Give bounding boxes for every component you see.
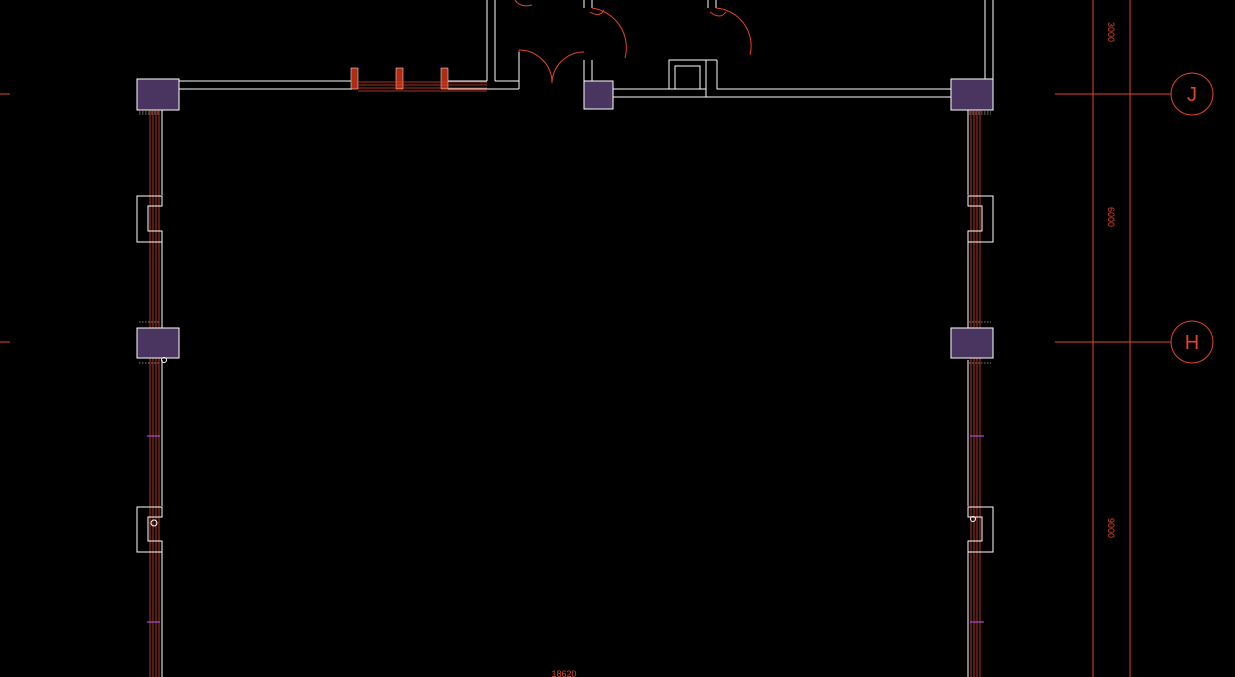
- axis-grid-lines: [0, 0, 1171, 677]
- column-mid-left: [136, 327, 180, 359]
- top-walls: [179, 0, 994, 98]
- column-mid-right: [950, 327, 994, 359]
- door-arcs: [514, 0, 752, 84]
- right-pilaster-2: [967, 506, 994, 553]
- right-wall: [967, 110, 994, 677]
- right-pilaster-1: [967, 195, 994, 243]
- axis-bubble-J: J: [1170, 72, 1214, 116]
- column-top-right: [950, 78, 994, 111]
- top-window: [350, 67, 487, 92]
- left-pilaster-1: [136, 195, 163, 243]
- dimension-text-width: 18620: [551, 669, 576, 677]
- axis-label-H: H: [1185, 332, 1199, 354]
- dimension-text-top: 3000: [1106, 22, 1116, 42]
- axis-bubble-H: H: [1170, 320, 1214, 364]
- axis-label-J: J: [1187, 84, 1197, 106]
- left-pilaster-2: [136, 506, 163, 553]
- column-top-left: [136, 78, 180, 111]
- left-wall: [136, 110, 163, 677]
- dimension-text-middle: 6000: [1106, 207, 1116, 227]
- dimension-text-bottom: 9000: [1106, 518, 1116, 538]
- columns: [136, 78, 994, 359]
- column-top-center: [583, 80, 614, 110]
